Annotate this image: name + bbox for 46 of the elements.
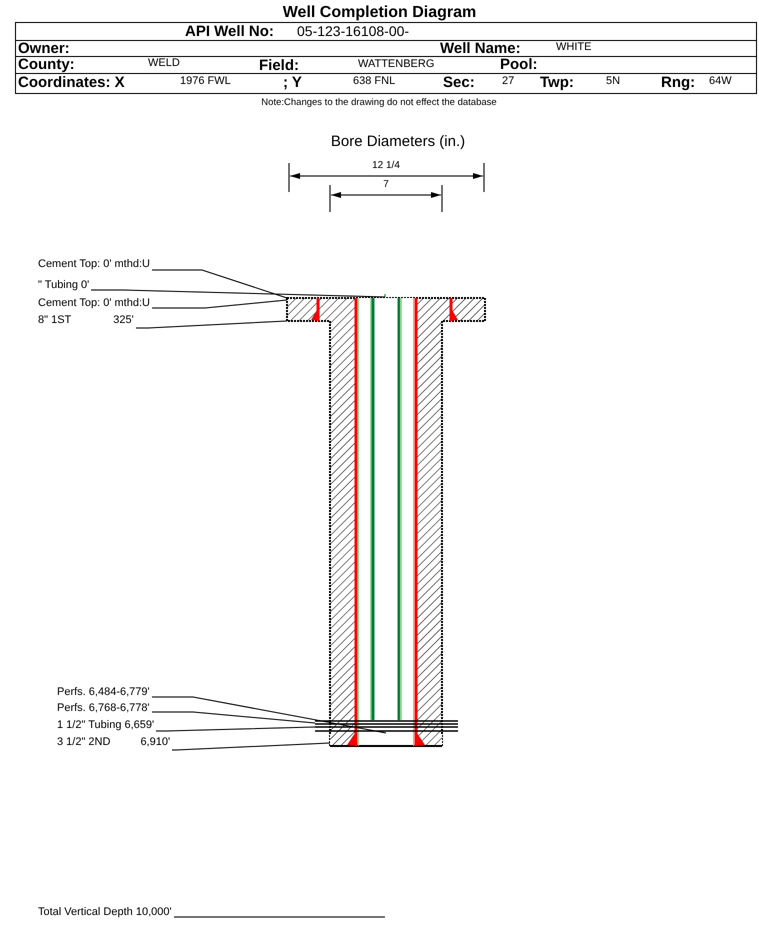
field-label: Twp: (540, 75, 574, 90)
callout-text: " Tubing 0' (38, 279, 90, 293)
wellbore-drawing (286, 294, 486, 747)
field-label: Coordinates: X (18, 75, 125, 90)
callout-text: 1 1/2" Tubing 6,659' (57, 719, 154, 733)
leader-line (152, 300, 288, 308)
field-value: 05-123-16108-00- (297, 24, 410, 38)
leader-line (174, 916, 386, 918)
callout-text: Cement Top: 0' mthd:U (38, 258, 150, 272)
dimension-label: 12 1/4 (372, 161, 400, 171)
callout-text: Perfs. 6,484-6,779' (57, 686, 150, 700)
callout-text: Cement Top: 0' mthd:U (38, 297, 150, 311)
callout-text: Total Vertical Depth 10,000' (38, 906, 172, 920)
field-label: Pool: (500, 57, 538, 72)
note-text: Note:Changes to the drawing do not effect the database (261, 98, 497, 108)
leader-line (152, 712, 316, 724)
leader-line (90, 290, 386, 298)
field-label: ; Y (283, 75, 302, 90)
field-value: WHITE (556, 42, 592, 53)
field-value: 64W (709, 76, 732, 87)
field-value: 638 FNL (353, 76, 396, 87)
field-label: Owner: (18, 41, 70, 56)
callout-text: 6,910' (140, 736, 170, 750)
callout-text: Perfs. 6,768-6,778' (57, 702, 150, 716)
leader-line (152, 270, 288, 298)
field-value: 5N (606, 76, 620, 87)
field-label: County: (18, 57, 75, 72)
field-value: WELD (148, 58, 180, 69)
callout-text: 3 1/2" 2ND (57, 736, 110, 750)
section-heading: Bore Diameters (in.) (330, 134, 466, 149)
field-value: WATTENBERG (358, 59, 434, 70)
dimension-label: 7 (383, 180, 389, 190)
leader-line (136, 320, 288, 328)
field-label: Rng: (661, 75, 696, 90)
callout-text: 325' (113, 314, 134, 328)
diagram-title: Well Completion Diagram (282, 3, 476, 23)
leader-line (152, 696, 386, 734)
field-value: 1976 FWL (180, 76, 231, 87)
field-label: API Well No: (185, 24, 274, 39)
leader-line (172, 742, 330, 750)
field-label: Well Name: (440, 41, 521, 56)
leader-line (156, 726, 316, 732)
callout-text: 8" 1ST (38, 314, 72, 328)
field-value: 27 (502, 76, 514, 87)
field-label: Sec: (443, 75, 475, 90)
field-label: Field: (259, 58, 299, 73)
